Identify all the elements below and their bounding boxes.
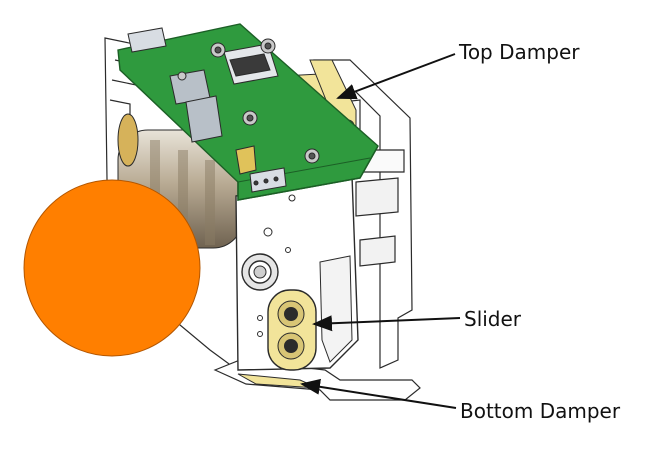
pcb-components bbox=[127, 27, 320, 193]
bottom-damper-label: Bottom Damper bbox=[460, 399, 621, 423]
top-damper-arrow bbox=[336, 53, 456, 100]
bearing bbox=[241, 253, 279, 291]
bottom-damper-arrow bbox=[300, 378, 457, 409]
slider-arrow bbox=[312, 315, 461, 332]
slider bbox=[257, 289, 317, 371]
slider-label: Slider bbox=[464, 307, 522, 331]
top-damper-label: Top Damper bbox=[459, 40, 580, 64]
orange-ball bbox=[23, 179, 201, 357]
